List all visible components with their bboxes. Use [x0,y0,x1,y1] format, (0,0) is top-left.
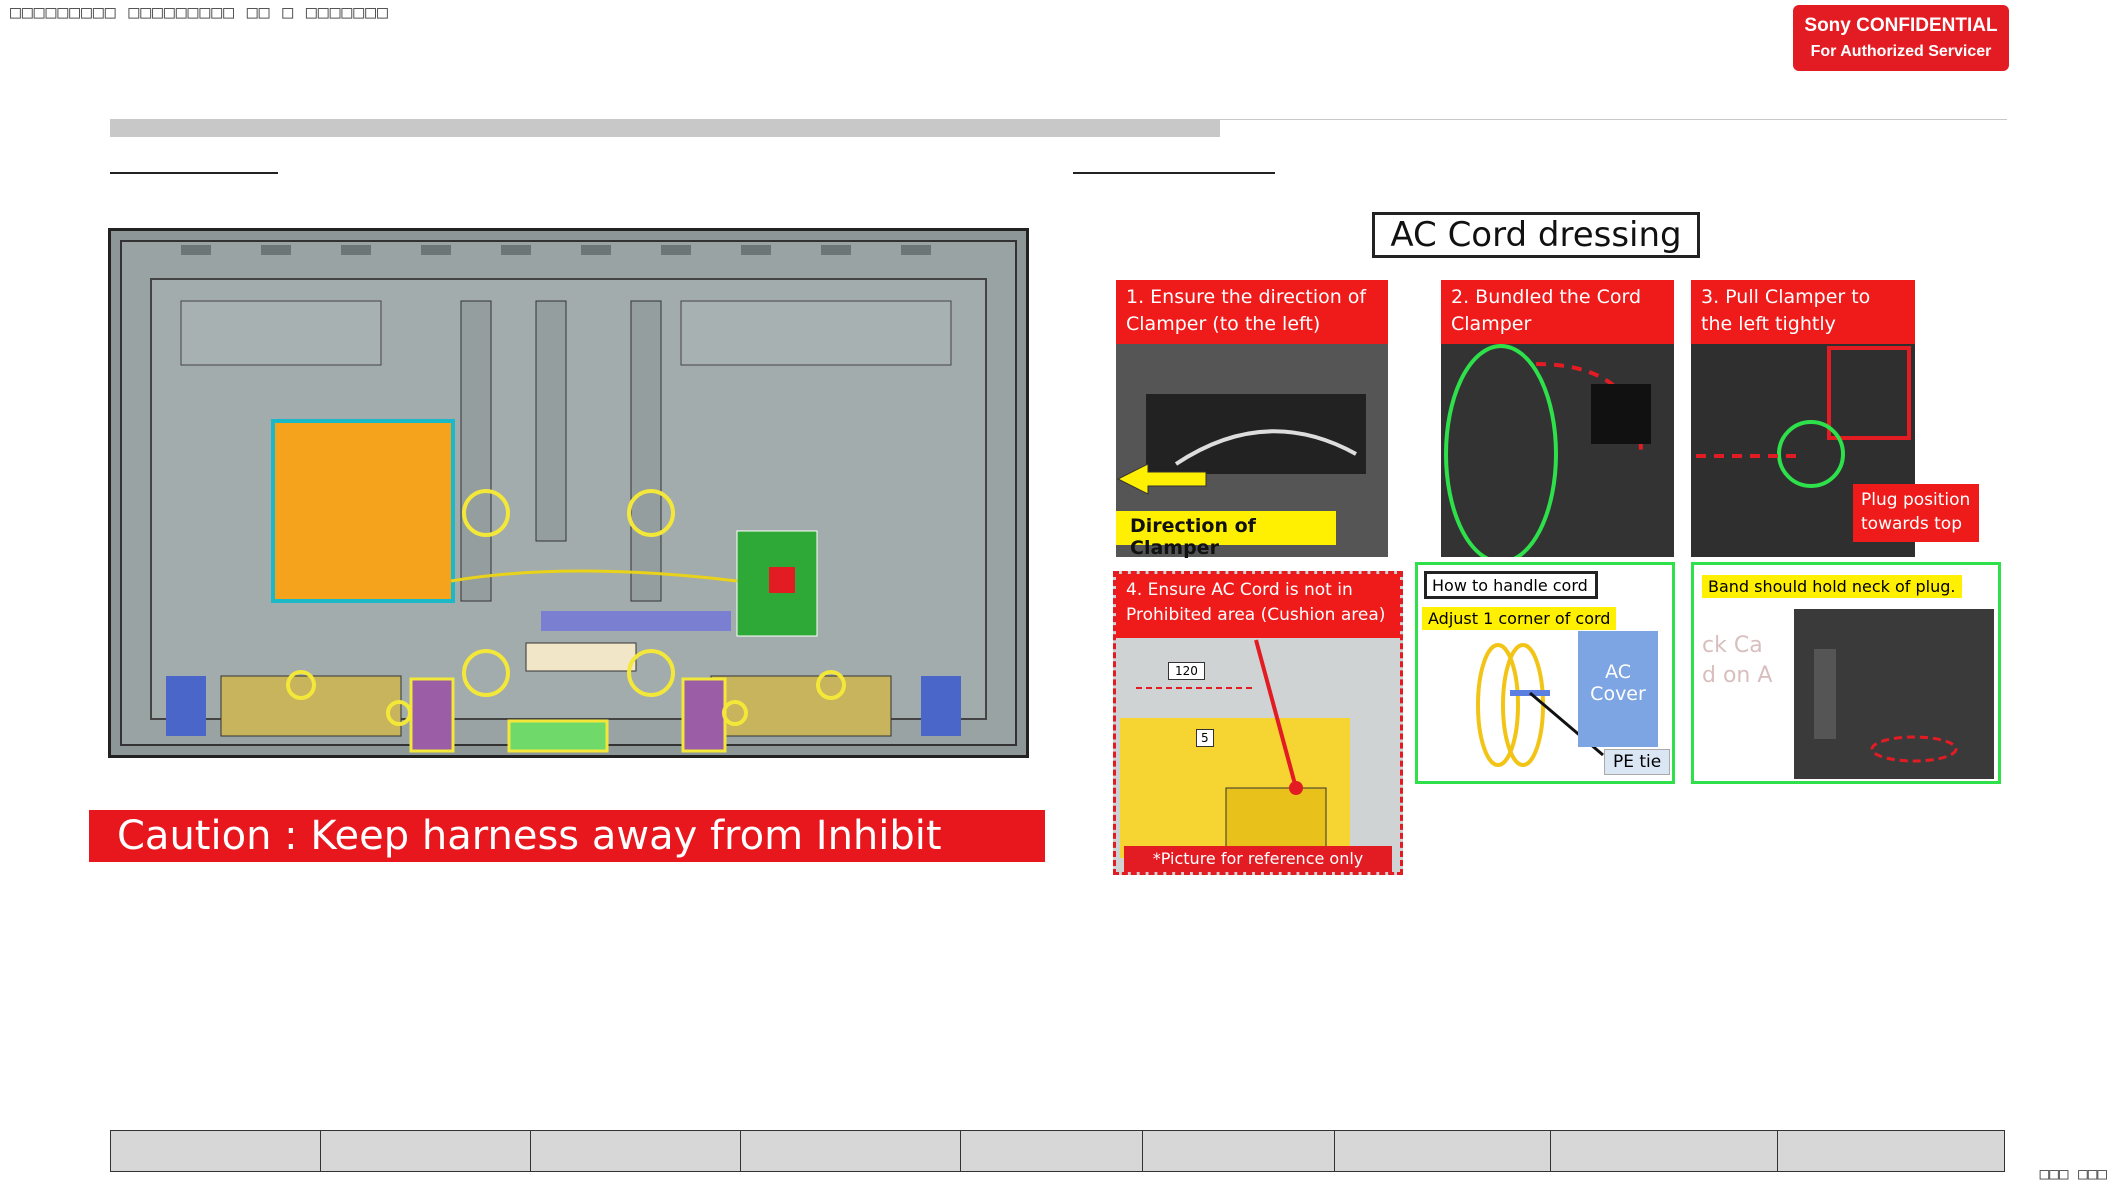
section-divider-bar [110,119,1220,137]
page-number: □□□ □□□ [2039,1164,2107,1183]
footer-cell [741,1131,961,1171]
step3-header: 3. Pull Clamper to the left tightly [1691,280,1915,344]
document-header-text: □□□□□□□□□ □□□□□□□□□ □□ □ □□□□□□□ [10,2,389,23]
footer-cell [1143,1131,1335,1171]
step4-drawing [1120,639,1350,859]
reference-note: *Picture for reference only [1124,846,1392,872]
footer-cell [1778,1131,2004,1171]
confidential-badge: Sony CONFIDENTIAL For Authorized Service… [1793,5,2009,71]
section-divider-line [1220,119,2007,120]
band-photo-art [1814,649,1958,763]
how-to-handle-label: How to handle cord [1424,571,1598,599]
ghost-text-2: d on A [1702,663,1773,688]
handle-cord-panel: How to handle cord Adjust 1 corner of co… [1415,562,1675,784]
pe-tie-label: PE tie [1604,749,1671,775]
footer-cell [111,1131,321,1171]
ac-cord-title: AC Cord dressing [1372,212,1700,258]
plug-position-callout: Plug position towards top [1853,484,1979,542]
step2-header: 2. Bundled the Cord Clamper [1441,280,1674,344]
tv-rear-diagram [108,228,1029,758]
direction-of-clamper-label: Direction of Clamper [1116,511,1336,559]
step1-photo-art [1116,394,1366,495]
adjust-corner-label: Adjust 1 corner of cord [1422,607,1617,630]
step2-photo [1441,344,1674,557]
right-heading-underline [1073,172,1275,174]
band-panel: Band should hold neck of plug. ck Ca d o… [1691,562,2001,784]
ac-cover-label: AC Cover [1578,631,1658,747]
footer-table [110,1130,2005,1172]
main-board [271,419,455,603]
step4-header: 4. Ensure AC Cord is not in Prohibited a… [1116,574,1400,638]
step1-header: 1. Ensure the direction of Clamper (to t… [1116,280,1388,344]
caution-banner: Caution : Keep harness away from Inhibit… [89,810,1045,911]
footer-cell [321,1131,531,1171]
footer-cell [531,1131,741,1171]
tv-rear-drawing [120,240,1017,753]
confidential-line2: For Authorized Servicer [1810,43,1992,60]
confidential-line1: Sony CONFIDENTIAL [1804,15,1998,36]
dimension-120: 120 [1168,662,1205,680]
step4-panel: 4. Ensure AC Cord is not in Prohibited a… [1113,571,1403,875]
band-label: Band should hold neck of plug. [1702,575,1962,598]
ghost-text: ck Ca [1702,633,1763,658]
footer-cell [961,1131,1143,1171]
dimension-5: 5 [1196,729,1214,747]
band-photo [1794,609,1994,779]
footer-cell [1551,1131,1778,1171]
left-heading-underline [110,172,278,174]
step3-photo-art [1696,346,1911,488]
step2-photo-art [1444,344,1651,557]
footer-cell [1335,1131,1551,1171]
